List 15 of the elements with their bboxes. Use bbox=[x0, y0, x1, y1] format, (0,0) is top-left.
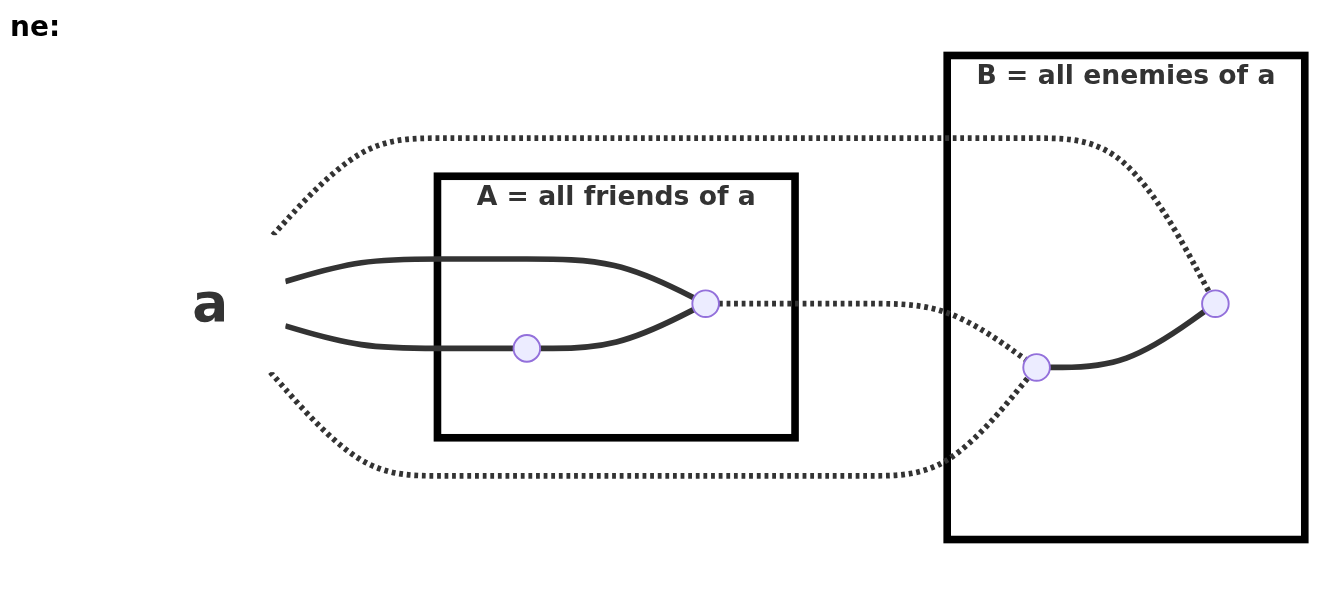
node-circle bbox=[1022, 353, 1051, 382]
node-circle bbox=[691, 289, 720, 318]
connector bbox=[718, 300, 1028, 362]
connector bbox=[540, 307, 696, 352]
node-circle bbox=[512, 334, 542, 363]
cluster: B = all enemies of a bbox=[943, 51, 1309, 544]
connector bbox=[284, 256, 695, 301]
node-text: a bbox=[192, 271, 229, 335]
connector bbox=[1049, 309, 1207, 371]
connector bbox=[284, 323, 514, 352]
connector bbox=[268, 370, 1031, 479]
cluster: A = all friends of a bbox=[433, 172, 799, 442]
note-text: ne: bbox=[10, 10, 61, 43]
connector bbox=[270, 135, 1212, 294]
node-circle bbox=[1201, 289, 1230, 318]
